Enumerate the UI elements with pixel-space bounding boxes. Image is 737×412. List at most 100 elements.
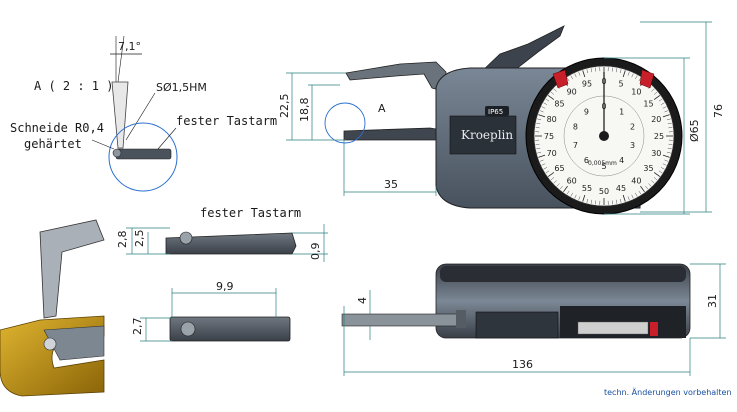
dial-inner-number: 8: [573, 123, 578, 132]
dial-tick: [543, 167, 548, 170]
dial-tick: [574, 194, 577, 199]
dial-tick: [545, 170, 550, 174]
dim-2-8: 2,8: [116, 231, 129, 249]
dim-0-9: 0,9: [309, 243, 322, 261]
dial-tick: [566, 77, 570, 82]
dial-outer-number: 10: [631, 87, 641, 96]
dial-tick: [619, 198, 622, 203]
dial-inner-number: 3: [630, 141, 635, 150]
dial-outer-number: 75: [544, 132, 554, 141]
detail-scale-label: A ( 2 : 1 ): [34, 79, 113, 93]
dial-tick: [536, 122, 541, 125]
dial-tick: [662, 114, 670, 118]
dial-tick: [622, 70, 626, 78]
detail-a-view: A ( 2 : 1 ) 7,1° SØ1,5HM Schneide R0,4 g…: [10, 35, 277, 192]
dial-outer-number: 45: [616, 184, 626, 193]
dial-inner-number: 5: [601, 162, 606, 171]
dial-outer-number: 35: [643, 164, 653, 173]
dial-inner-number: 9: [584, 108, 589, 117]
dial-tick: [578, 71, 581, 76]
dial-tick: [615, 68, 618, 73]
upper-lever: [345, 61, 447, 93]
dim-2-7: 2,7: [131, 318, 144, 336]
detail-edge-arm: [115, 148, 172, 160]
dial-tick: [547, 95, 555, 100]
dial-tick: [651, 88, 655, 92]
dial-tick: [658, 98, 663, 102]
dim-136: 136: [512, 358, 533, 371]
dim-65: Ø65: [688, 119, 701, 142]
dial-tick: [553, 180, 557, 184]
dial-tick: [595, 200, 597, 205]
dial-tick: [578, 196, 581, 201]
dial-outer-number: 65: [554, 164, 564, 173]
dial-tick: [566, 190, 570, 195]
dial-unit: 0,005mm: [588, 160, 617, 167]
iso-arm: [39, 219, 105, 319]
dial-tick: [537, 151, 542, 154]
angle-dimension: 7,1°: [118, 40, 141, 53]
side-view: 4 31 136: [341, 263, 726, 376]
dial-tick: [586, 198, 589, 203]
dial-tick: [648, 183, 652, 187]
dial-tick: [662, 106, 667, 109]
edge-label-line1: Schneide R0,4: [10, 121, 104, 135]
dial-tick: [543, 102, 548, 105]
dial-tick: [631, 194, 634, 199]
dial-tick: [535, 127, 540, 129]
brand-text: Kroeplin: [461, 128, 513, 142]
dial-outer-number: 90: [567, 87, 577, 96]
dial-outer-number: 25: [654, 132, 664, 141]
dial-outer-number: 30: [651, 149, 661, 158]
dial-tick: [638, 190, 642, 195]
dial-outer-number: 85: [554, 99, 564, 108]
dial-tick: [550, 177, 555, 181]
dial-tick: [590, 199, 593, 204]
dial-tick: [627, 71, 630, 76]
dial-tick: [541, 163, 546, 166]
footnote: techn. Änderungen vorbehalten: [604, 388, 732, 397]
dial-tick: [550, 91, 555, 95]
front-view: Kroeplin IP65 05101520253035404550556065…: [278, 21, 725, 215]
dial-tick: [590, 68, 593, 73]
ip-badge: [485, 106, 509, 116]
dial-tick: [664, 110, 669, 113]
dial-tick: [595, 67, 597, 72]
detail-marker-circle: [324, 102, 366, 144]
dial-outer-number: 70: [547, 149, 557, 158]
dial-tick: [627, 196, 630, 201]
arm-top-shape: [169, 316, 291, 342]
dial-tick: [622, 194, 626, 202]
tolerance-marker-right[interactable]: [639, 69, 655, 89]
dial-tick: [666, 151, 671, 154]
iso-ball: [43, 337, 57, 351]
ip-badge-text: IP65: [488, 108, 503, 116]
dial-tick: [667, 122, 672, 125]
needle-hub: [599, 131, 609, 141]
dial-outer-number: 50: [599, 187, 609, 196]
dim-4: 4: [356, 297, 369, 304]
side-marker: [650, 322, 658, 336]
dial-outer-number: 60: [567, 176, 577, 185]
arm-section-shape: [165, 232, 297, 255]
detail-arm-tip: [111, 81, 129, 149]
dial-tick: [536, 147, 541, 150]
dim-2-5: 2,5: [133, 230, 146, 248]
dial-tick: [547, 172, 555, 177]
dial-tick: [535, 143, 540, 145]
dial-tick: [658, 170, 663, 174]
dial-tick: [631, 73, 634, 78]
dial-tick: [653, 172, 661, 177]
front-fixed-arm: [343, 127, 443, 141]
dim-31: 31: [706, 294, 719, 308]
dial-tick: [556, 183, 560, 187]
dial-outer-number: 80: [547, 115, 557, 124]
side-scale: [577, 321, 649, 335]
tolerance-marker-left[interactable]: [552, 69, 569, 89]
dial-tick: [635, 192, 638, 197]
iso-lower-arm: [43, 325, 105, 361]
dial-tick: [619, 69, 622, 74]
dial-tick: [611, 200, 613, 205]
dial-tick: [662, 154, 670, 158]
